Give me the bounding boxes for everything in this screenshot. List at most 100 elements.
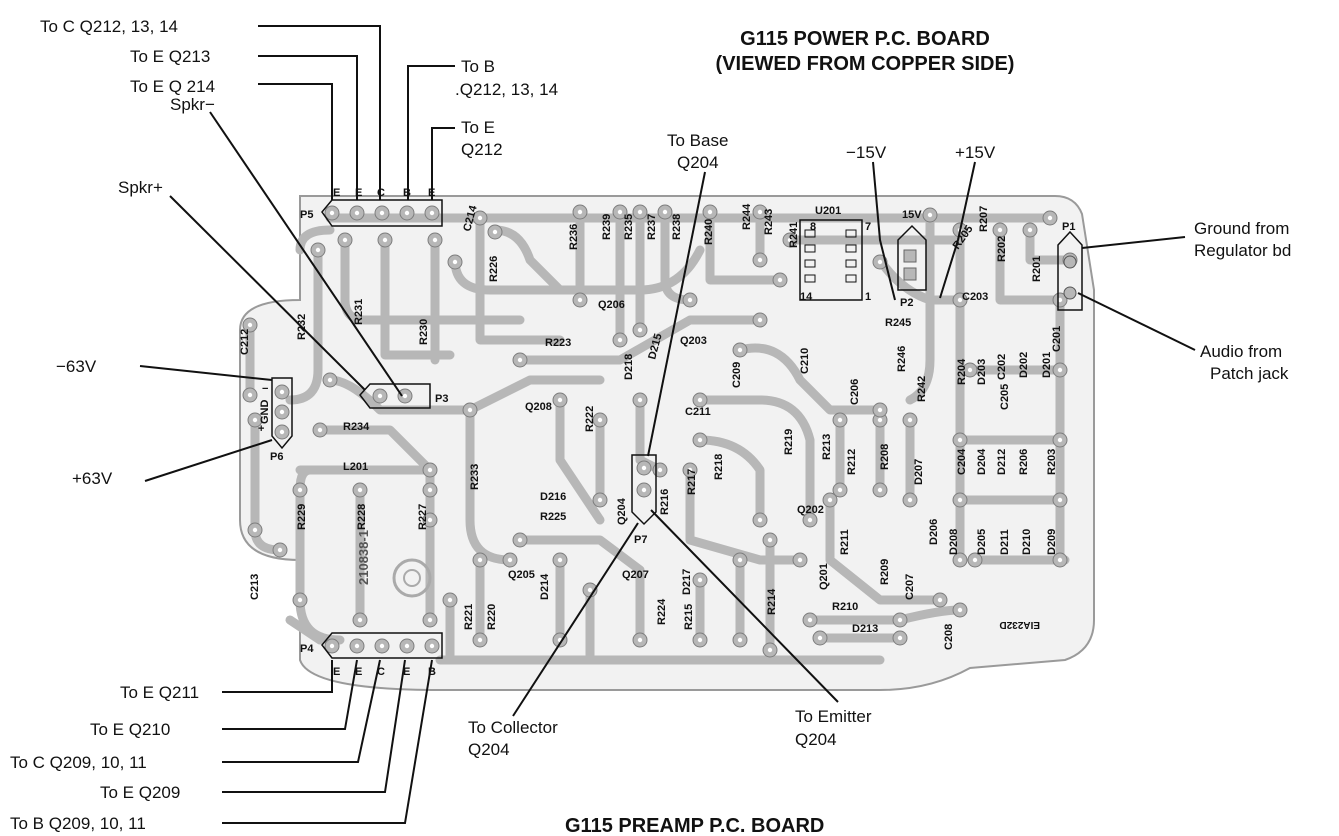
pad-hole	[877, 259, 883, 265]
pad-hole	[757, 317, 763, 323]
component-r245: R245	[885, 317, 911, 329]
pad-hole	[937, 597, 943, 603]
component-r208: R208	[879, 444, 891, 470]
label-audio-line1: Audio from	[1200, 342, 1282, 361]
pad-hole	[252, 527, 258, 533]
pad-hole	[837, 487, 843, 493]
component-d211: D211	[999, 529, 1011, 555]
svg-text:E: E	[355, 187, 362, 199]
pad-hole	[557, 557, 563, 563]
pad-hole	[1057, 497, 1063, 503]
pad-hole	[329, 210, 335, 216]
component-c208: C208	[943, 624, 955, 650]
pad-hole	[777, 277, 783, 283]
pad-hole	[404, 643, 410, 649]
pad-hole	[757, 517, 763, 523]
pad-hole	[641, 465, 647, 471]
pad-hole	[737, 637, 743, 643]
u201-ic-body	[799, 219, 863, 301]
pad-hole	[379, 210, 385, 216]
component-c204: C204	[956, 448, 968, 475]
pad-hole	[807, 517, 813, 523]
solder-pads	[242, 204, 1078, 658]
component-r234: R234	[343, 421, 370, 433]
component-r239: R239	[601, 214, 613, 240]
component-r215: R215	[683, 604, 695, 630]
p4-label: P4	[300, 643, 314, 655]
component-r204: R204	[956, 358, 968, 385]
component-r213: R213	[821, 434, 833, 460]
component-d203: D203	[976, 359, 988, 385]
component-d216: D216	[540, 491, 566, 503]
svg-text:E: E	[403, 666, 410, 678]
label-to-base-line1: To Base	[667, 131, 728, 150]
pad-hole	[662, 209, 668, 215]
component-c209: C209	[731, 362, 743, 388]
label-e-q214: To E Q 214	[130, 77, 215, 96]
component-layer: 8 7 14 1 15V P2 P1 P5 E E C B E P4 E E C	[239, 187, 1083, 678]
pad-hole	[1047, 215, 1053, 221]
component-r229: R229	[296, 504, 308, 530]
pad-hole	[429, 643, 435, 649]
pad-hole	[377, 393, 383, 399]
component-r241: R241	[788, 222, 800, 248]
label-collector-line2: Q204	[468, 740, 510, 759]
preamp-board-title: G115 PREAMP P.C. BOARD	[565, 815, 824, 836]
pad-hole	[357, 617, 363, 623]
pad-hole	[587, 587, 593, 593]
component-d218: D218	[623, 354, 635, 380]
pad-hole	[277, 547, 283, 553]
pad-hole	[637, 397, 643, 403]
component-r225: R225	[540, 511, 566, 523]
board-rev-code: EIA232D	[999, 619, 1040, 630]
component-l201: L201	[343, 461, 368, 473]
component-r231: R231	[353, 299, 365, 325]
label-emitter-line2: Q204	[795, 730, 837, 749]
component-d207: D207	[913, 459, 925, 485]
pad-hole	[787, 237, 793, 243]
p5-connector	[321, 199, 443, 227]
pad-hole	[637, 209, 643, 215]
pad-hole	[297, 597, 303, 603]
pad-hole	[427, 487, 433, 493]
label-e-q209: To E Q209	[100, 783, 180, 802]
pad-hole	[467, 407, 473, 413]
board-part-number: 210838-1	[356, 530, 371, 585]
p3-label: P3	[435, 393, 448, 405]
label-e-q210: To E Q210	[90, 720, 170, 739]
pad-hole	[427, 467, 433, 473]
p4-connector	[321, 632, 443, 659]
pad-hole	[817, 635, 823, 641]
pad-hole	[877, 417, 883, 423]
pad-hole	[687, 467, 693, 473]
component-r228: R228	[356, 504, 368, 530]
component-r214: R214	[766, 588, 778, 615]
svg-text:B: B	[428, 666, 436, 678]
pad-hole	[957, 297, 963, 303]
p1-connector	[1057, 230, 1083, 311]
pad-hole	[827, 497, 833, 503]
p2-label: P2	[900, 297, 913, 309]
pad-hole	[382, 237, 388, 243]
pad-hole	[247, 322, 253, 328]
pad-hole	[807, 617, 813, 623]
pad-hole	[507, 557, 513, 563]
component-d209: D209	[1046, 529, 1058, 555]
pad-hole	[452, 259, 458, 265]
power-board-title: G115 POWER P.C. BOARD	[740, 28, 990, 50]
pad-hole	[577, 297, 583, 303]
pad-hole	[247, 392, 253, 398]
component-d202: D202	[1018, 352, 1030, 378]
pad-hole	[657, 467, 663, 473]
component-u201: U201	[815, 205, 841, 217]
pad-hole	[279, 429, 285, 435]
pad-hole	[517, 357, 523, 363]
pad-hole	[597, 417, 603, 423]
pad-hole	[697, 637, 703, 643]
pad-hole	[737, 347, 743, 353]
p4-pin-labels: E E C E B	[333, 666, 436, 678]
callout-labels: To C Q212, 13, 14 To E Q213 To E Q 214 T…	[10, 17, 1291, 833]
component-r220: R220	[486, 604, 498, 630]
pad-hole	[957, 437, 963, 443]
